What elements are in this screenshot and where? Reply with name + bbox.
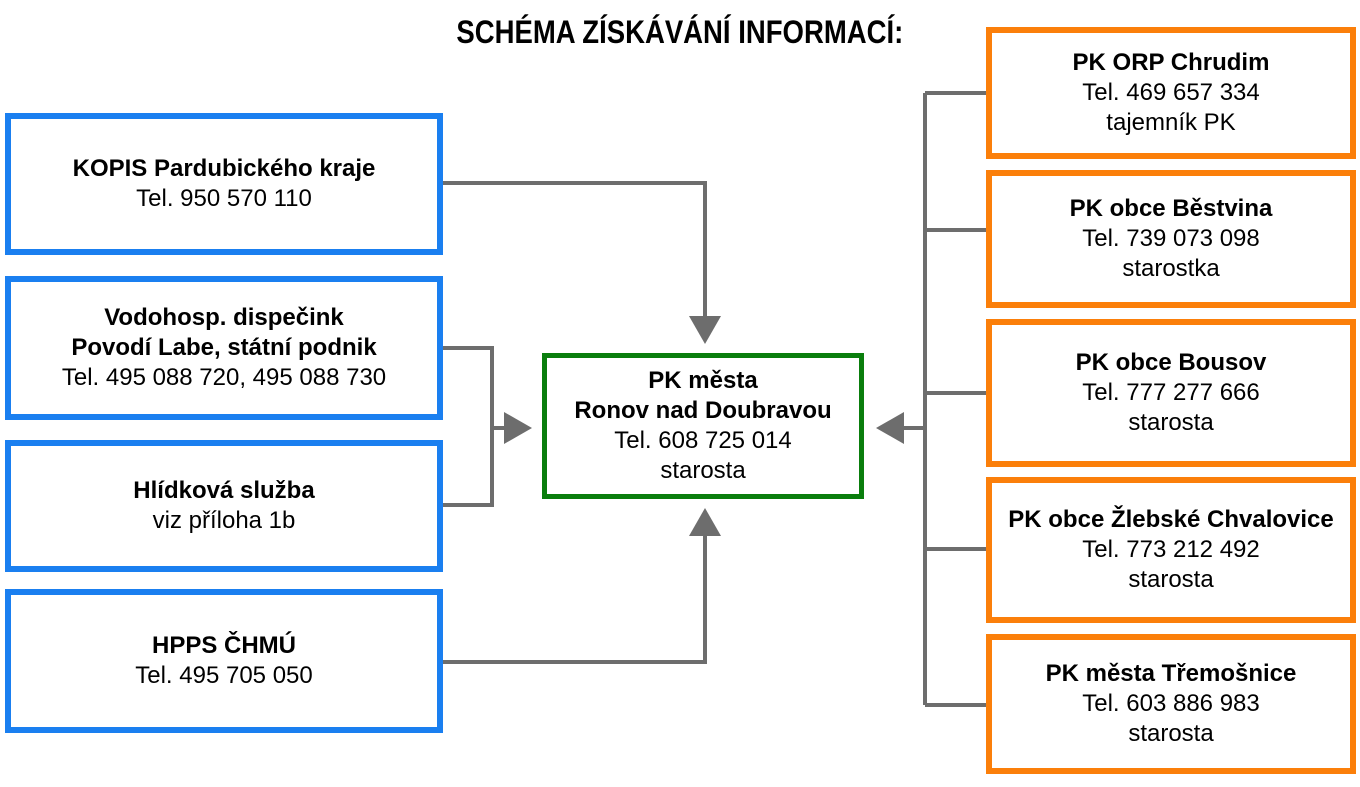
contact-phone: Tel. 777 277 666 [1082, 379, 1260, 406]
contact-name: PK obce Žlebské Chvalovice [1008, 506, 1334, 533]
center-role: starosta [660, 457, 746, 484]
diagram-title: SCHÉMA ZÍSKÁVÁNÍ INFORMACÍ: [456, 14, 904, 50]
contact-name: PK města Třemošnice [1045, 660, 1297, 687]
source-kopis: KOPIS Pardubického kraje Tel. 950 570 11… [5, 113, 443, 255]
source-name: Vodohosp. dispečink [104, 304, 344, 331]
contact-role: starosta [1128, 409, 1214, 436]
contact-chrudim: PK ORP Chrudim Tel. 469 657 334 tajemník… [986, 27, 1356, 159]
contact-phone: Tel. 739 073 098 [1082, 225, 1260, 252]
source-phone: Tel. 950 570 110 [136, 185, 312, 212]
contact-role: tajemník PK [1106, 109, 1236, 136]
contact-role: starosta [1128, 566, 1214, 593]
contact-name: PK ORP Chrudim [1072, 49, 1270, 76]
source-name: KOPIS Pardubického kraje [72, 155, 376, 182]
contact-phone: Tel. 469 657 334 [1082, 79, 1260, 106]
contact-role: starostka [1122, 255, 1220, 282]
source-hlidkova: Hlídková služba viz příloha 1b [5, 440, 443, 572]
source-name: Hlídková služba [133, 477, 315, 504]
contact-bestvina: PK obce Běstvina Tel. 739 073 098 staros… [986, 170, 1356, 308]
contact-phone: Tel. 603 886 983 [1082, 690, 1260, 717]
contact-zlebske: PK obce Žlebské Chvalovice Tel. 773 212 … [986, 477, 1356, 623]
source-name-2: Povodí Labe, státní podnik [71, 334, 377, 361]
connector-vodohosp [443, 346, 494, 507]
connector-kopis [443, 181, 721, 344]
connector-hpps [443, 508, 721, 664]
center-name-2: Ronov nad Doubravou [574, 397, 832, 424]
contact-name: PK obce Běstvina [1069, 195, 1273, 222]
contact-tremosnice: PK města Třemošnice Tel. 603 886 983 sta… [986, 634, 1356, 774]
contact-phone: Tel. 773 212 492 [1082, 536, 1260, 563]
source-vodohosp: Vodohosp. dispečink Povodí Labe, státní … [5, 276, 443, 420]
source-phone: Tel. 495 705 050 [135, 662, 313, 689]
contact-role: starosta [1128, 720, 1214, 747]
contact-bousov: PK obce Bousov Tel. 777 277 666 starosta [986, 319, 1356, 467]
contact-name: PK obce Bousov [1075, 349, 1267, 376]
center-name: PK města [648, 367, 758, 394]
source-name: HPPS ČHMÚ [151, 632, 296, 659]
source-note: viz příloha 1b [152, 507, 296, 534]
source-phone: Tel. 495 088 720, 495 088 730 [61, 364, 387, 391]
center-box: PK města Ronov nad Doubravou Tel. 608 72… [542, 353, 864, 499]
source-hpps: HPPS ČHMÚ Tel. 495 705 050 [5, 589, 443, 733]
center-phone: Tel. 608 725 014 [614, 427, 792, 454]
